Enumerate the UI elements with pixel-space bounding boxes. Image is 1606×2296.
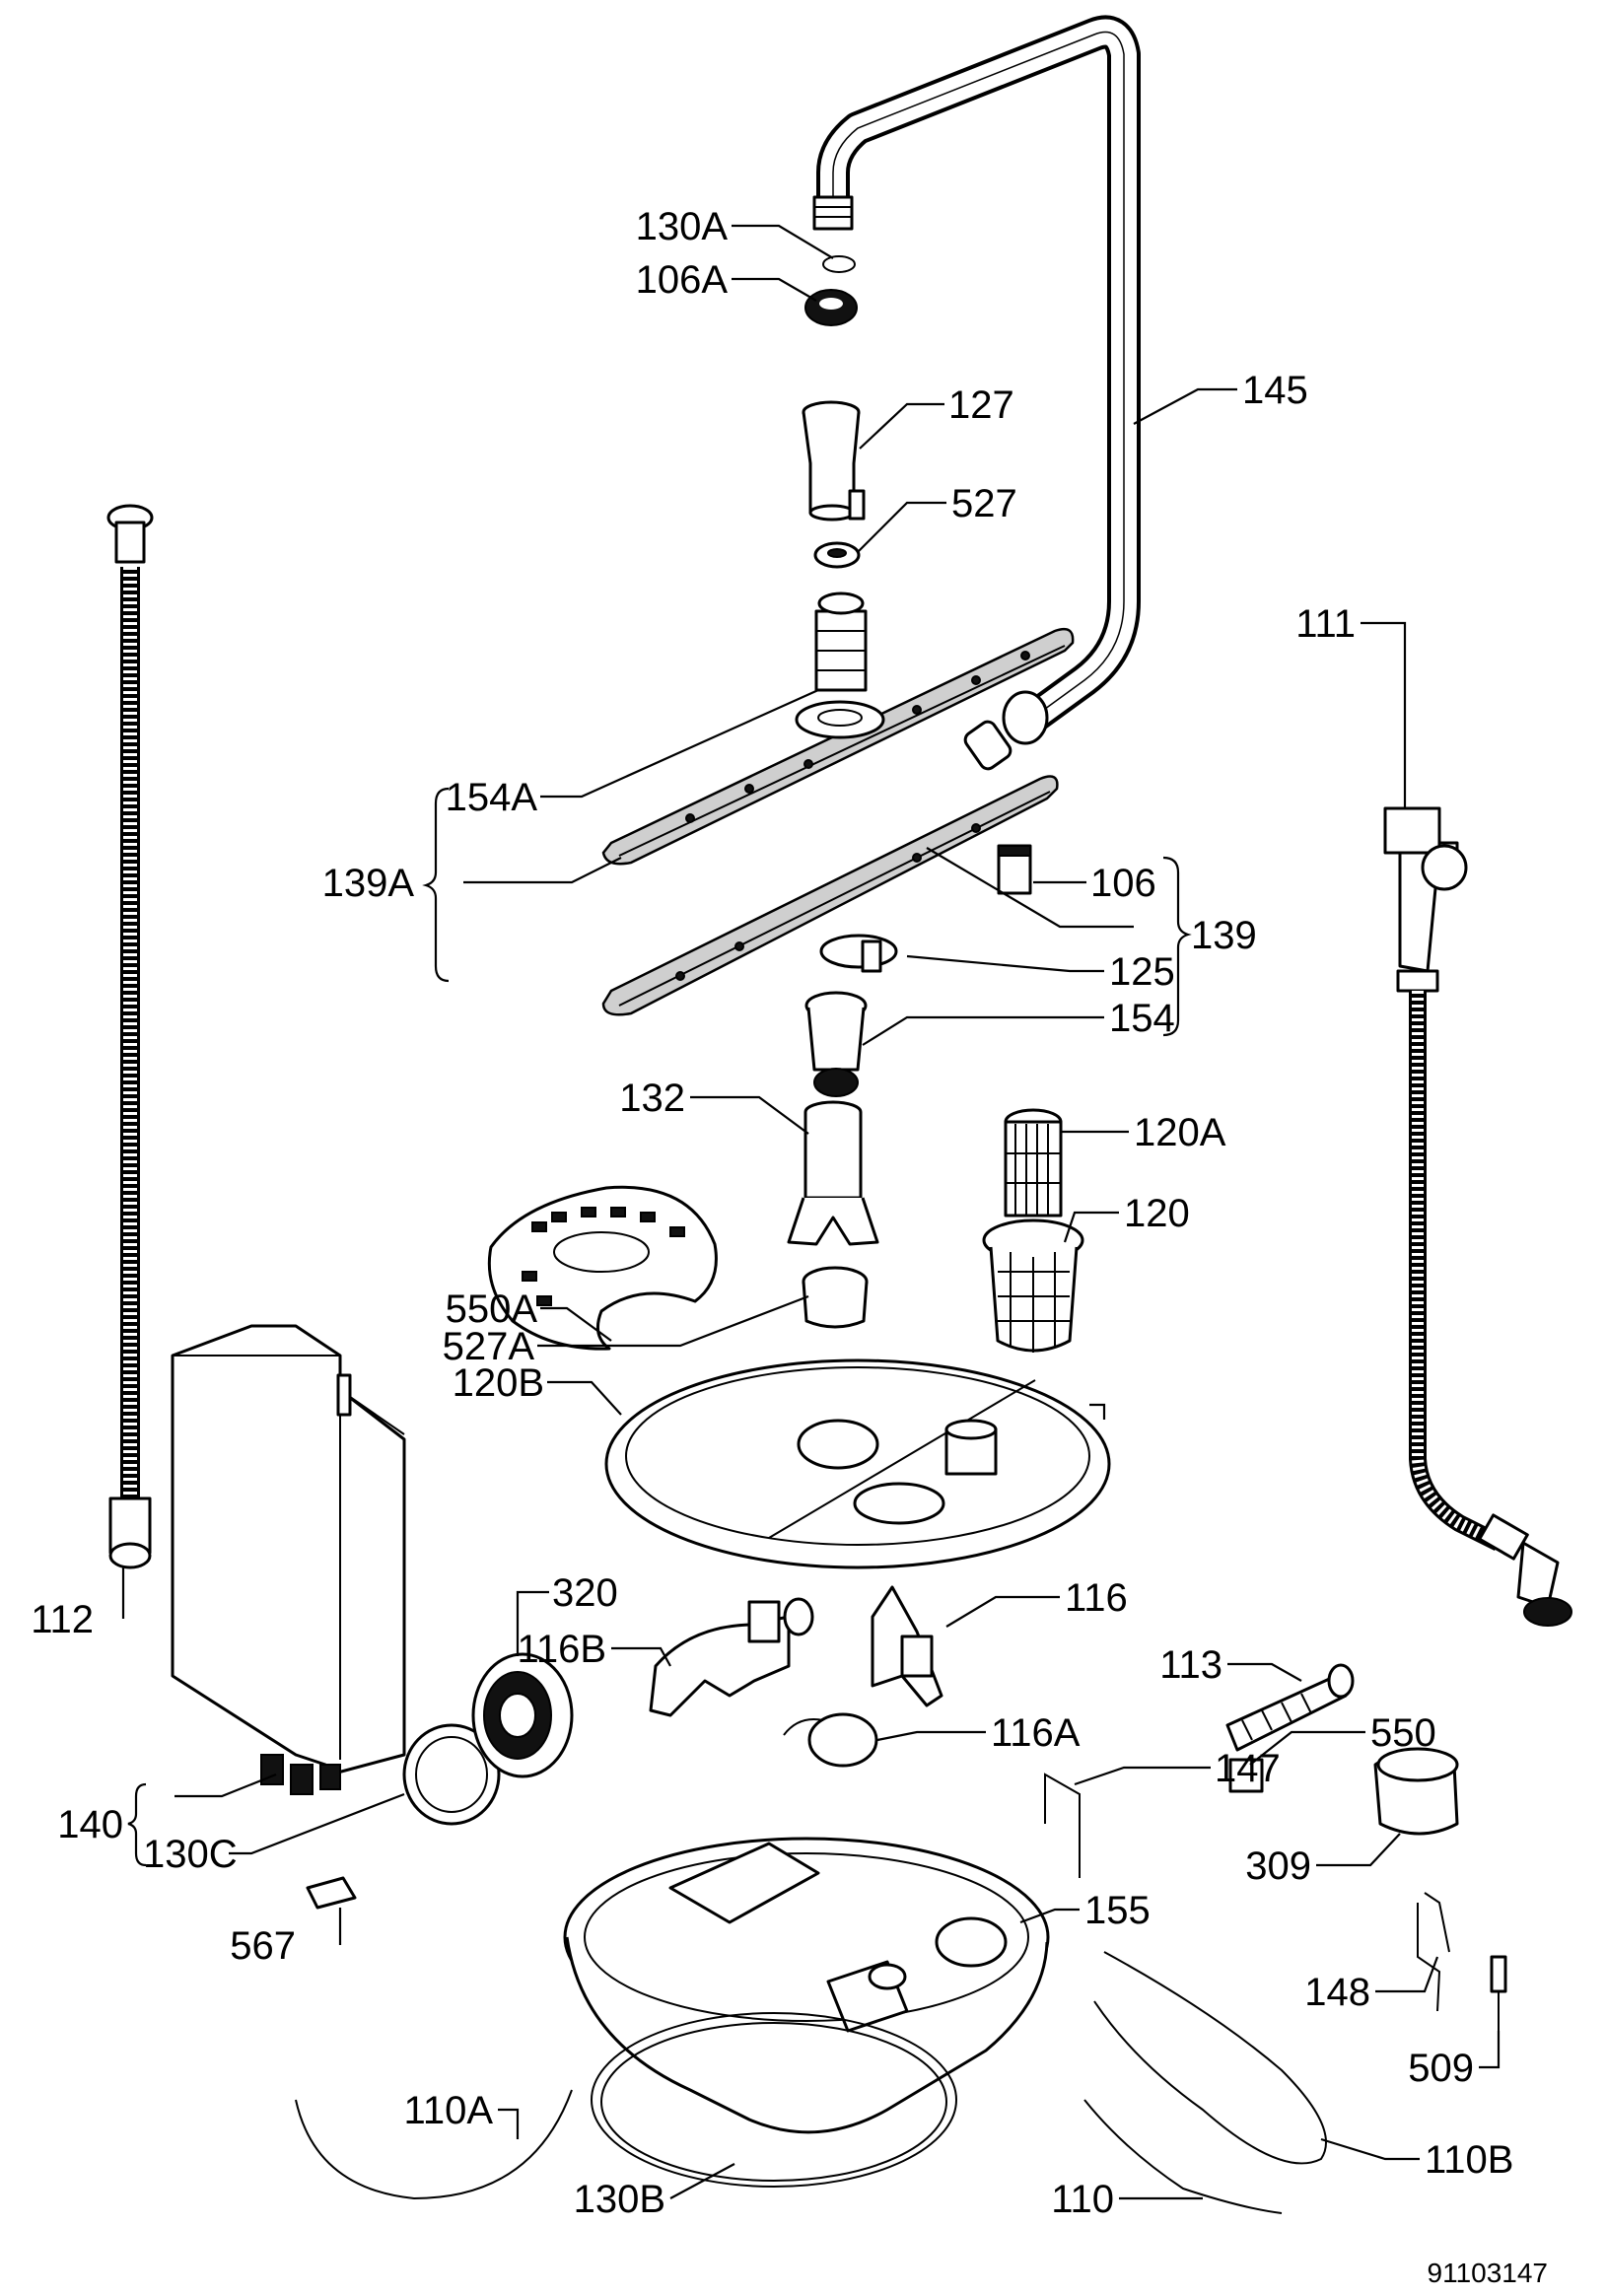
part-111-inlet-hose [1383,806,1572,1627]
part-116B-housing [649,1597,814,1717]
part-110A-hose [295,2089,573,2200]
label-120A: 120A [1134,1111,1226,1154]
part-116A-ball-valve [783,1712,878,1768]
label-309: 309 [1245,1844,1311,1888]
label-130B: 130B [574,2178,665,2221]
part-120-coarse-filter [982,1218,1084,1353]
label-139: 139 [1191,914,1257,957]
label-106A: 106A [636,258,729,302]
drawing-code: 91103147 [1428,2258,1549,2288]
part-106A-gear [804,289,858,326]
part-320-impeller [471,1652,574,1778]
label-527: 527 [951,482,1017,525]
label-140: 140 [57,1803,123,1846]
label-116A: 116A [991,1711,1081,1755]
brace-139A [422,787,450,983]
label-130C: 130C [143,1833,238,1876]
part-139-lower-spray-arm [601,775,1059,1016]
part-527A-ring [802,1266,869,1329]
part-120B-sump-cover [604,1358,1111,1569]
part-130C-seal-ring [402,1723,501,1826]
label-110A: 110A [404,2089,494,2132]
part-154A-upper-hub [795,591,885,739]
label-106: 106 [1090,862,1156,905]
label-145: 145 [1242,369,1308,412]
label-139A: 139A [322,862,415,905]
part-120A-fine-filter [1004,1108,1063,1218]
label-155: 155 [1084,1889,1151,1932]
label-550A: 550A [446,1287,538,1331]
part-147-bracket [1044,1773,1081,1878]
label-147: 147 [1215,1747,1281,1790]
part-130A-o-ring [822,255,856,273]
label-509: 509 [1408,2047,1474,2090]
part-113-pipe [1225,1663,1355,1752]
part-148-clip [1417,1892,1450,2012]
part-130B-gasket [591,2012,957,2188]
label-154: 154 [1109,997,1175,1040]
brace-139 [1162,856,1192,1037]
part-139A-upper-spray-arm [601,627,1075,866]
label-125: 125 [1109,950,1175,994]
leader-lines [121,224,1501,2200]
part-125-bayonet-ring [819,934,898,973]
label-110: 110 [1051,2178,1114,2221]
part-145-spray-pipe [812,15,1141,771]
part-112-hose [106,504,154,1569]
label-130A: 130A [636,205,729,248]
label-527A: 527A [443,1325,535,1368]
label-116B: 116B [518,1628,606,1671]
part-527-nut [813,541,861,569]
part-154-lower-hub [804,991,868,1097]
part-550-pad [1228,1758,1264,1793]
label-320: 320 [552,1571,618,1615]
label-148: 148 [1304,1971,1370,2014]
label-120: 120 [1124,1192,1190,1235]
label-550-main: 550 [1370,1711,1436,1755]
label-112: 112 [31,1598,94,1641]
part-309-cap [1373,1747,1459,1836]
part-509-pin [1490,1955,1507,2031]
part-116-flap [871,1585,943,1707]
label-113: 113 [1159,1643,1222,1687]
label-132: 132 [619,1077,685,1120]
part-155-sump [563,1837,1050,2134]
part-567-clip [306,1876,357,1910]
part-132-tube [787,1100,879,1246]
part-140-water-softener [171,1324,406,1795]
brace-140 [127,1782,147,1867]
label-116: 116 [1065,1576,1128,1620]
label-567: 567 [230,1924,296,1968]
label-110B: 110B [1425,2138,1513,2182]
part-110-hose [1083,2099,1283,2214]
part-110B-hose [1093,1951,1327,2165]
labels: 130A 106A 127 145 527 111 154A 139A 106 … [31,205,1548,2288]
label-154A: 154A [446,776,538,819]
part-106-clip [997,844,1032,895]
label-111: 111 [1295,602,1356,646]
label-120B: 120B [453,1361,544,1405]
label-127: 127 [948,383,1014,427]
part-127-connector [802,400,866,522]
